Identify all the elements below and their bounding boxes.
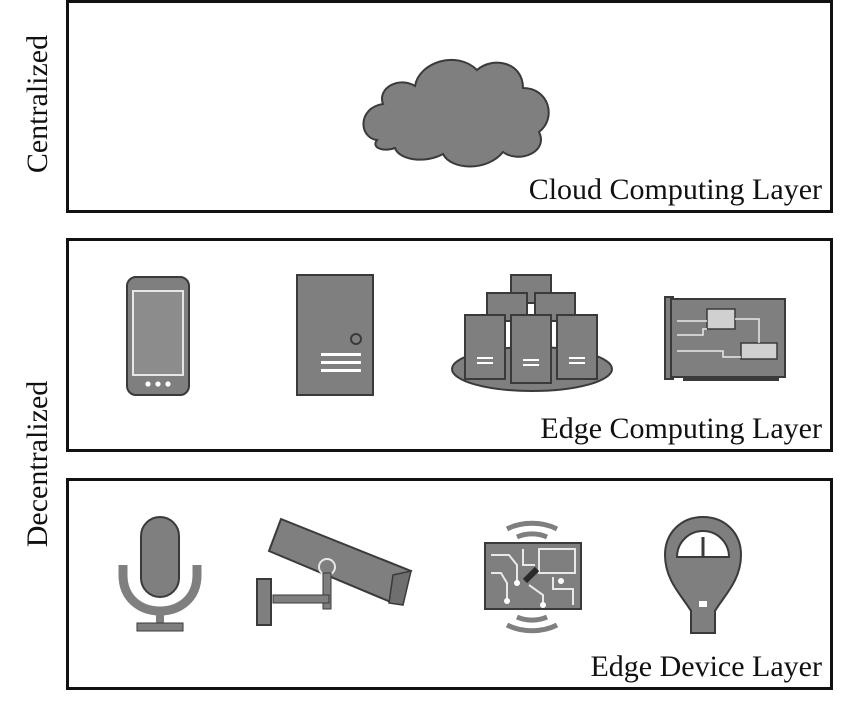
smartphone-icon <box>125 275 191 397</box>
parking-meter-icon <box>663 515 743 639</box>
circuit-board-icon <box>663 291 787 381</box>
security-camera-icon <box>253 513 413 633</box>
server-tower-icon <box>295 273 375 397</box>
edge-device-layer-title: Edge Device Layer <box>590 650 822 683</box>
server-cluster-icon <box>449 273 615 397</box>
cloud-computing-layer: Cloud Computing Layer <box>66 0 833 213</box>
cloud-layer-title: Cloud Computing Layer <box>528 173 822 206</box>
microphone-icon <box>115 515 205 635</box>
edge-device-layer: Edge Device Layer <box>66 478 833 690</box>
decentralized-label: Decentralized <box>21 380 54 548</box>
cloud-icon <box>359 48 559 173</box>
edge-computing-layer: Edge Computing Layer <box>66 238 833 452</box>
wireless-sensor-board-icon <box>477 515 587 639</box>
edge-computing-layer-title: Edge Computing Layer <box>540 412 822 445</box>
centralized-label: Centralized <box>21 34 54 174</box>
